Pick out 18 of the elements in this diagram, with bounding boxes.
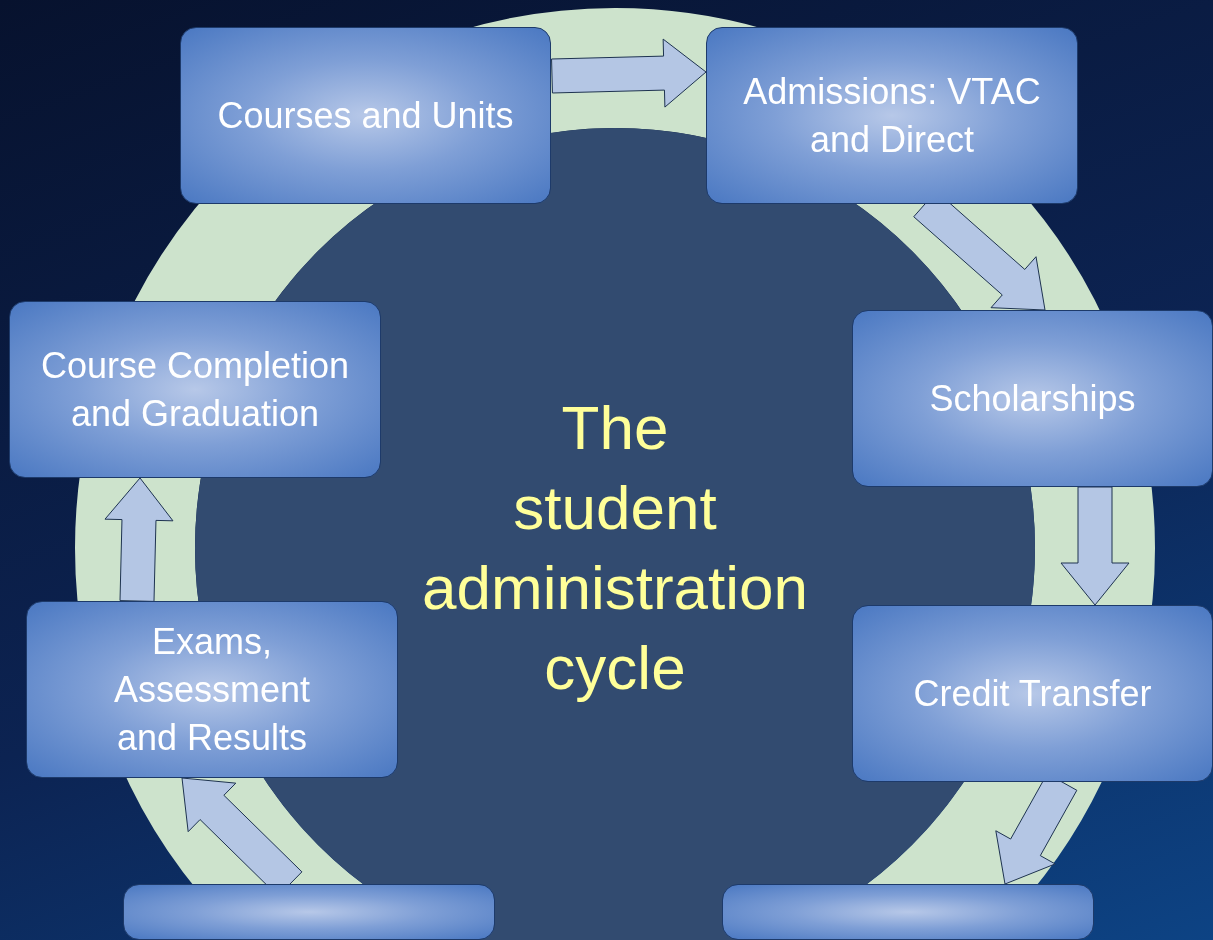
step-label: Credit Transfer xyxy=(913,671,1152,716)
process-box xyxy=(9,301,381,478)
block-arrow xyxy=(1060,486,1130,606)
step-label: Courses and Units xyxy=(217,93,514,138)
block-arrow xyxy=(104,477,174,602)
process-box xyxy=(722,884,1094,940)
process-box xyxy=(26,601,398,778)
process-box xyxy=(180,27,551,204)
process-box xyxy=(706,27,1078,204)
process-box xyxy=(852,605,1213,782)
process-box xyxy=(852,310,1213,487)
block-arrow xyxy=(551,38,707,108)
step-label: Scholarships xyxy=(929,376,1136,421)
step-label: Admissions: VTAC and Direct xyxy=(742,69,1042,162)
cycle-title: The student administration cycle xyxy=(421,392,809,704)
process-box xyxy=(123,884,495,940)
step-label: Course Completion and Graduation xyxy=(39,343,351,436)
step-label: Exams, Assessment and Results xyxy=(112,619,312,760)
